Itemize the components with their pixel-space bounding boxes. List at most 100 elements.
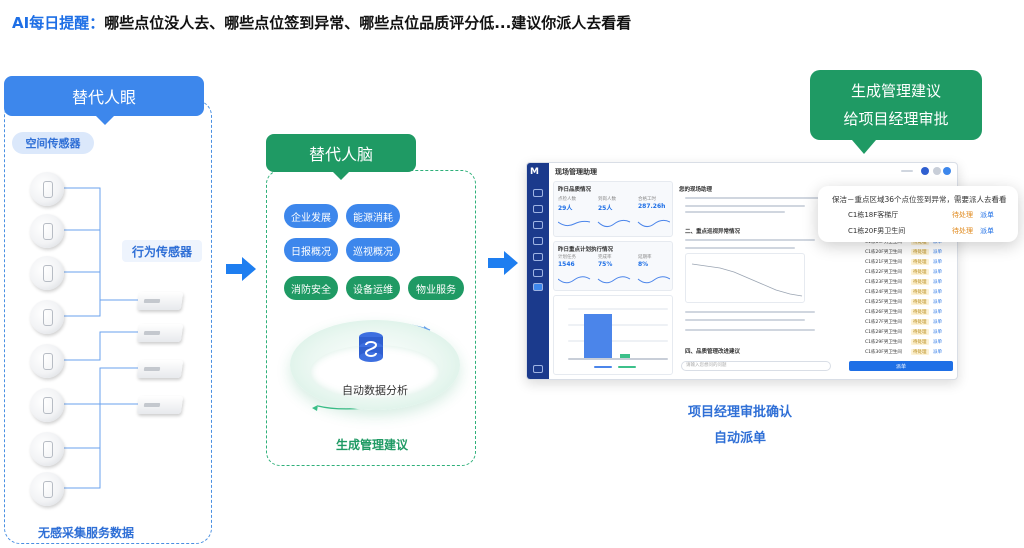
- chip-enterprise: 企业发展: [284, 204, 338, 228]
- sparkline: [558, 276, 670, 284]
- chip-daily: 日报概况: [284, 238, 338, 262]
- order-list-status[interactable]: 待处理: [911, 249, 929, 255]
- analysis-label: 自动数据分析: [342, 384, 408, 397]
- approval-caption: 项目经理审批确认 自动派单: [640, 400, 840, 452]
- dispatch-button[interactable]: 派单: [849, 361, 953, 371]
- order-list-row: C1栋20F男卫生间 待处理派单: [857, 249, 953, 257]
- metric-value: 8%: [638, 261, 649, 268]
- metric-label: 计划任务: [558, 255, 576, 260]
- screen-title: 现场管理助理: [555, 168, 597, 176]
- order-list-status[interactable]: 待处理: [911, 239, 929, 245]
- list-icon[interactable]: [533, 237, 543, 245]
- order-list-dispatch[interactable]: 派单: [933, 250, 942, 255]
- user-icon[interactable]: [533, 269, 543, 277]
- text-line: [685, 239, 815, 241]
- avatar[interactable]: [943, 167, 951, 175]
- text-line: [685, 329, 815, 331]
- order-list-dispatch[interactable]: 派单: [933, 350, 942, 355]
- suggestion-line-1: 生成管理建议: [850, 82, 941, 100]
- alert-popup: 保洁－重点区域36个点位签到异常，需要派人去看看 C1栋18F客梯厅 待处理 派…: [818, 186, 1018, 242]
- order-list-dispatch[interactable]: 派单: [933, 340, 942, 345]
- order-list-status[interactable]: 待处理: [911, 339, 929, 345]
- approval-caption-line-1: 项目经理审批确认: [687, 405, 792, 420]
- eye-panel-footer: 无感采集服务数据: [38, 526, 135, 540]
- order-list-dispatch[interactable]: 派单: [933, 330, 942, 335]
- eye-header-notch: [96, 116, 114, 125]
- order-list-dispatch[interactable]: 派单: [933, 310, 942, 315]
- popup-dispatch-button[interactable]: 派单: [980, 227, 994, 235]
- order-list-row: C1栋29F男卫生间 待处理派单: [857, 339, 953, 347]
- assistant-icon[interactable]: [533, 283, 543, 291]
- order-list-name: C1栋29F男卫生间: [865, 340, 902, 345]
- order-list-row: C1栋19F男卫生间待处理派单: [857, 239, 953, 247]
- home-icon[interactable]: [533, 189, 543, 197]
- order-list-name: C1栋26F男卫生间: [865, 310, 902, 315]
- order-list-status[interactable]: 待处理: [911, 299, 929, 305]
- order-list-row: C1栋23F男卫生间待处理派单: [857, 279, 953, 287]
- popup-row-name: C1栋20F男卫生间: [848, 227, 906, 235]
- text-line: [685, 311, 815, 313]
- bar-chart-area: [553, 295, 673, 375]
- order-list-dispatch[interactable]: 派单: [933, 320, 942, 325]
- brain-panel-footer: 生成管理建议: [335, 438, 408, 452]
- settings-icon[interactable]: [533, 365, 543, 373]
- approval-caption-line-2: 自动派单: [713, 431, 766, 446]
- order-list-dispatch[interactable]: 派单: [933, 240, 942, 245]
- bar-mark: [620, 354, 630, 358]
- popup-row-status[interactable]: 待处理: [952, 211, 973, 219]
- headline-text: 哪些点位没人去、哪些点位签到异常、哪些点位品质评分低...建议你派人去看看: [104, 14, 632, 32]
- order-list-row: C1栋26F男卫生间 待处理派单: [857, 309, 953, 317]
- calendar-icon[interactable]: [533, 205, 543, 213]
- metric-label: 完成率: [598, 255, 612, 260]
- order-list-name: C1栋25F男卫生间: [865, 300, 902, 305]
- legend-item: [594, 366, 612, 368]
- chip-property: 物业服务: [408, 276, 464, 300]
- popup-title: 保洁－重点区域36个点位签到异常，需要派人去看看: [832, 195, 1007, 204]
- behavior-sensor-icon: [136, 324, 184, 342]
- eye-panel-header: 替代人眼: [4, 76, 204, 116]
- order-list-status[interactable]: 待处理: [911, 329, 929, 335]
- order-list-dispatch[interactable]: 派单: [933, 260, 942, 265]
- arrow-right-icon: [488, 251, 518, 275]
- notification-icon[interactable]: [921, 167, 929, 175]
- order-list-name: C1栋24F男卫生间: [865, 290, 902, 295]
- suggestion-line-2: 给项目经理审批: [843, 110, 949, 128]
- order-list-row: C1栋24F男卫生间 待处理派单: [857, 289, 953, 297]
- order-list-dispatch[interactable]: 派单: [933, 270, 942, 275]
- order-list-status[interactable]: 待处理: [911, 319, 929, 325]
- behavior-sensor-icon: [136, 396, 184, 414]
- order-list-status[interactable]: 待处理: [911, 289, 929, 295]
- chip-equipment: 设备运维: [346, 276, 400, 300]
- metric-value: 29人: [558, 205, 573, 212]
- popup-row: C1栋20F男卫生间 待处理 派单: [848, 226, 1013, 238]
- screen-toolbar: [901, 166, 951, 176]
- task-icon[interactable]: [533, 253, 543, 261]
- menu-icon[interactable]: [933, 167, 941, 175]
- grid-line: [568, 324, 668, 326]
- chip-patrol: 巡视概况: [346, 238, 400, 262]
- space-sensor-icon: [30, 432, 64, 466]
- chart-icon[interactable]: [533, 221, 543, 229]
- order-list-dispatch[interactable]: 派单: [933, 280, 942, 285]
- question-input[interactable]: 请输入您想问的问题: [681, 361, 831, 371]
- order-list-name: C1栋22F男卫生间: [865, 270, 902, 275]
- plan-card-title: 昨日重点计划执行情况: [558, 247, 614, 253]
- order-list-status[interactable]: 待处理: [911, 259, 929, 265]
- popup-row-name: C1栋18F客梯厅: [848, 211, 899, 219]
- brain-panel-header: 替代人脑: [266, 134, 416, 172]
- popup-dispatch-button[interactable]: 派单: [980, 211, 994, 219]
- order-list-status[interactable]: 待处理: [911, 349, 929, 355]
- order-list-name: C1栋20F男卫生间: [865, 250, 902, 255]
- metric-label: 合格工时: [638, 197, 656, 202]
- behavior-sensor-icon: [136, 360, 184, 378]
- metric-value: 25人: [598, 205, 613, 212]
- order-list-status[interactable]: 待处理: [911, 269, 929, 275]
- metric-label: 点检人数: [558, 197, 576, 202]
- order-list-status[interactable]: 待处理: [911, 309, 929, 315]
- order-list-status[interactable]: 待处理: [911, 279, 929, 285]
- order-list-dispatch[interactable]: 派单: [933, 290, 942, 295]
- middle-chart: [685, 253, 805, 303]
- popup-row-status[interactable]: 待处理: [952, 227, 973, 235]
- order-list-dispatch[interactable]: 派单: [933, 300, 942, 305]
- metric-label: 延期率: [638, 255, 652, 260]
